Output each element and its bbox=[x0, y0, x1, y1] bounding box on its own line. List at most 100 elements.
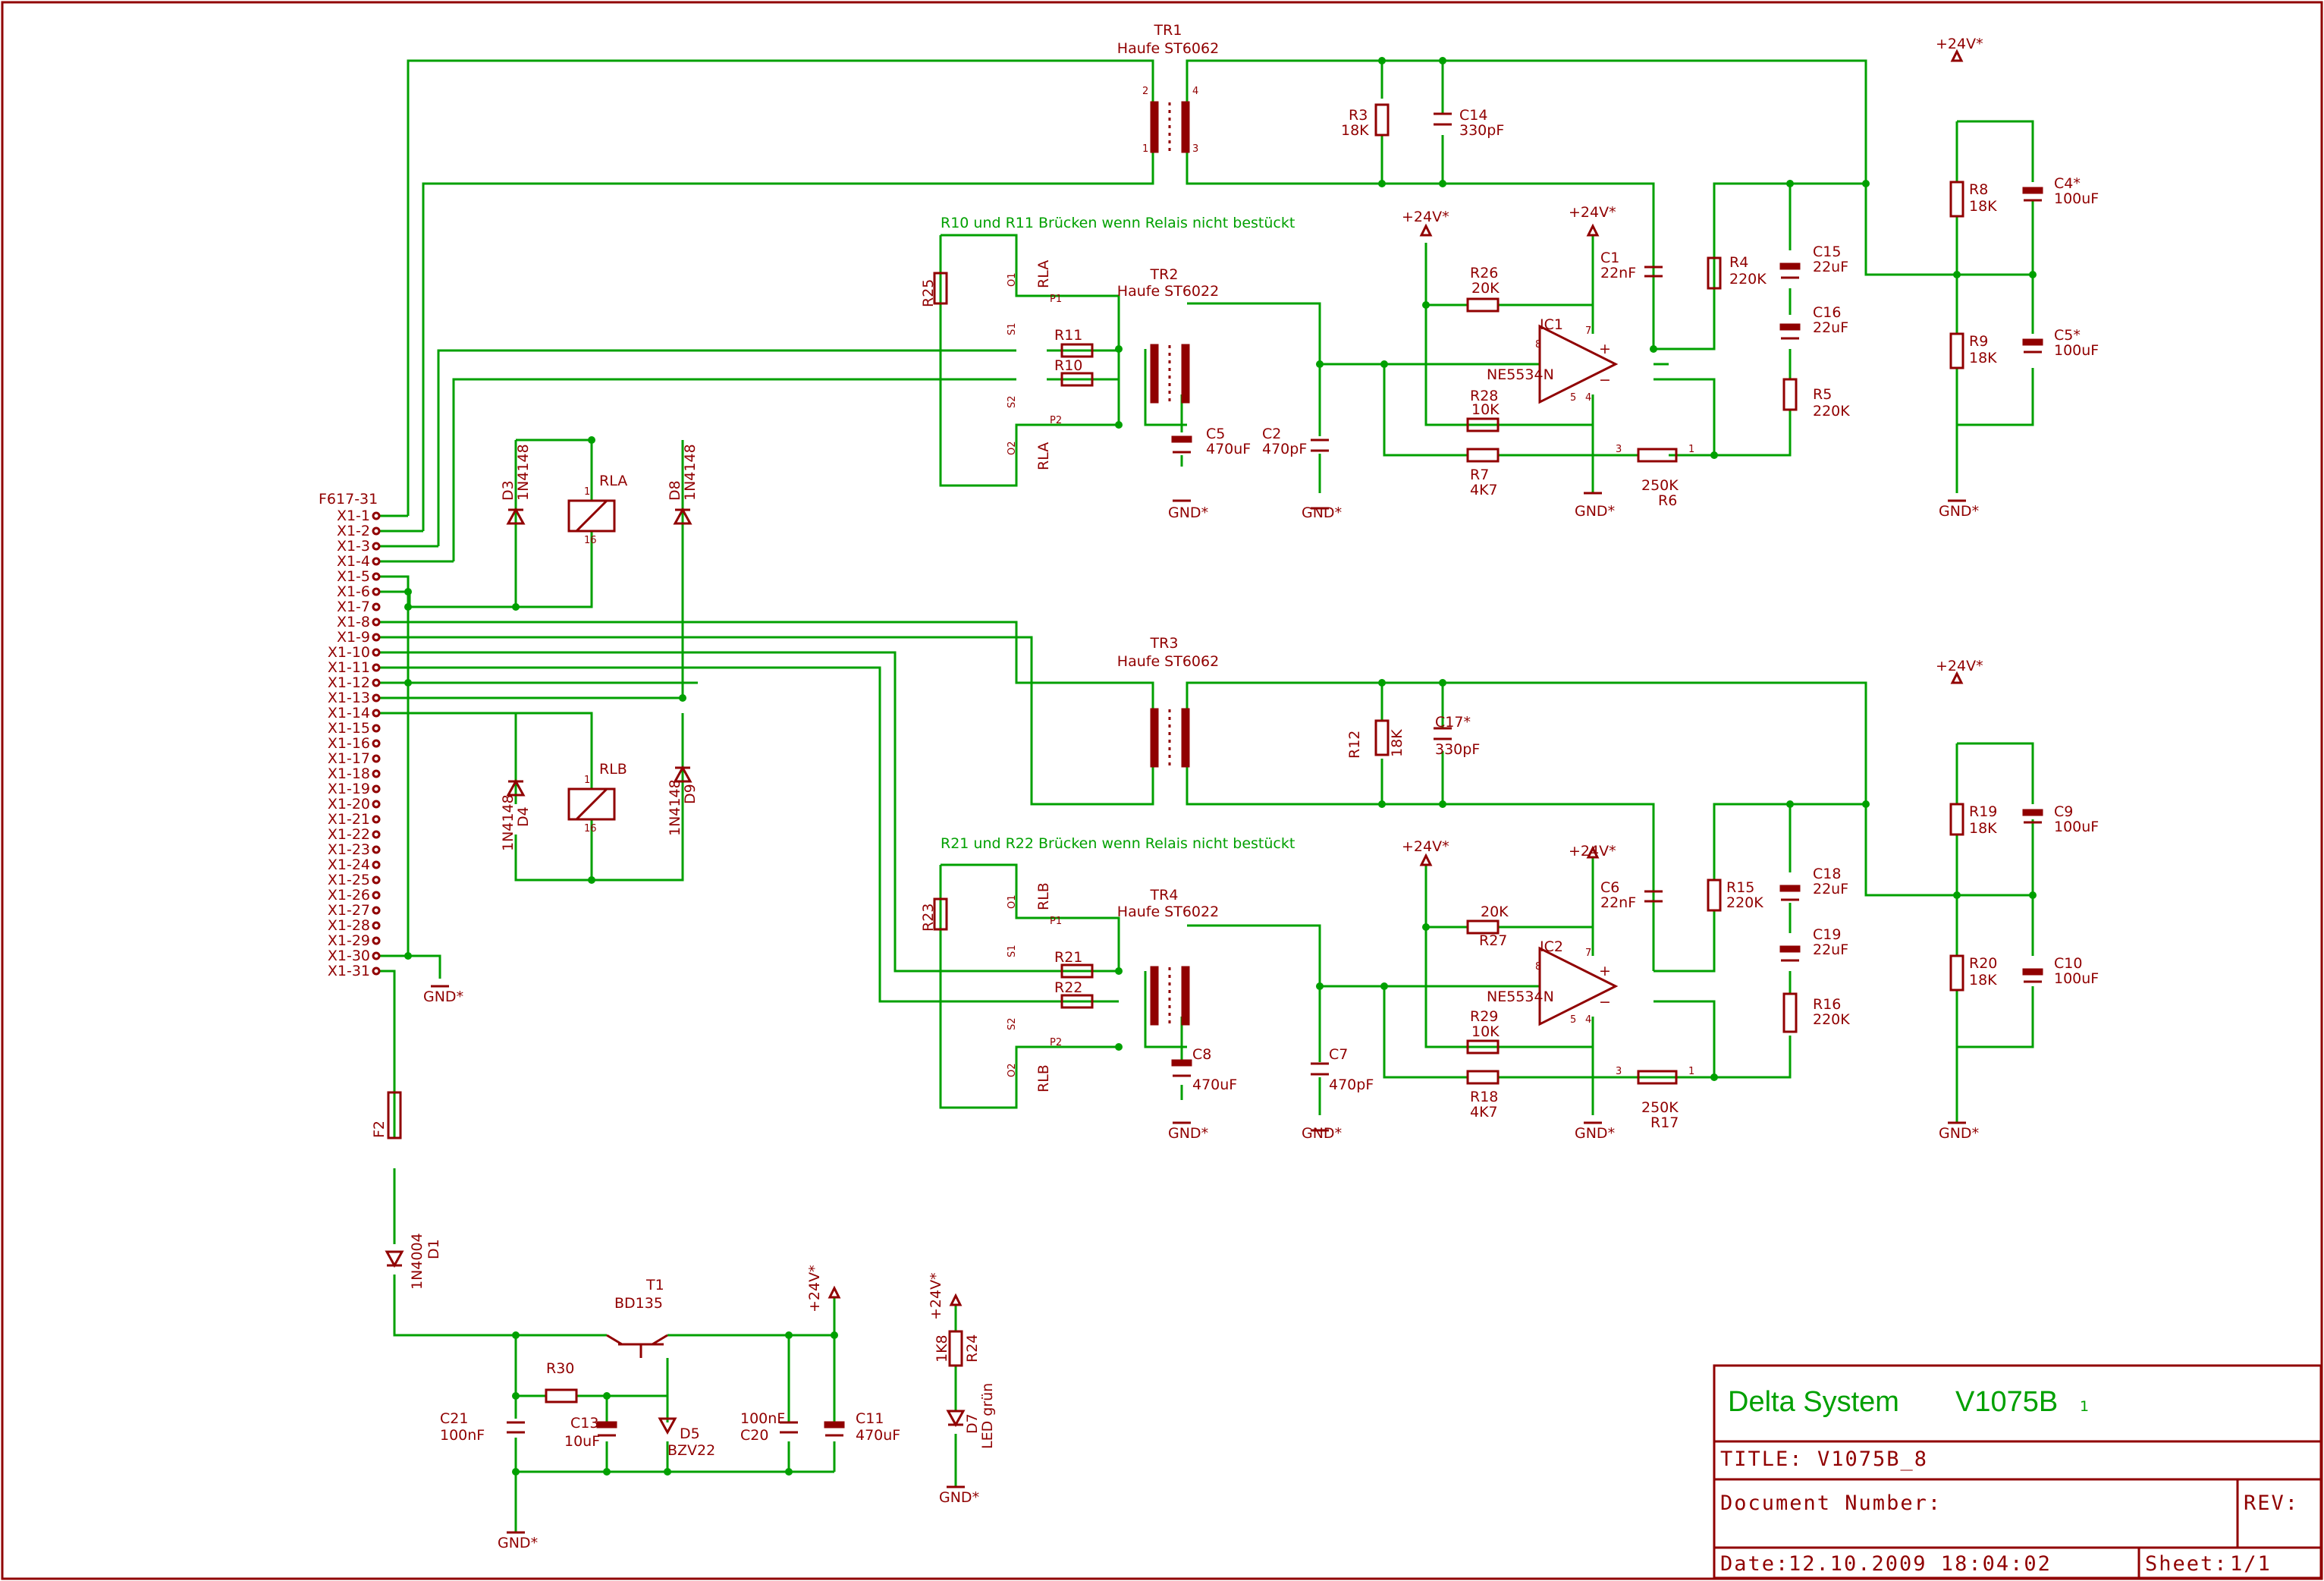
tr3-value: Haufe ST6062 bbox=[1117, 653, 1219, 670]
c15-value: 22uF bbox=[1813, 259, 1848, 275]
rlb-name: RLB bbox=[599, 761, 627, 778]
connector-name: F617-31 bbox=[319, 491, 378, 508]
r29-name: R29 bbox=[1470, 1008, 1498, 1025]
ground-symbols bbox=[431, 492, 1966, 1534]
resistor-r6-symbol bbox=[1637, 448, 1678, 463]
connector-pin-label: X1-17 bbox=[328, 750, 370, 767]
connector-pin-label: X1-30 bbox=[328, 948, 370, 964]
resistor-r26-symbol bbox=[1466, 297, 1500, 313]
d4-value: 1N4148 bbox=[500, 794, 517, 851]
ic1-pin7: 7 bbox=[1585, 325, 1591, 337]
svg-text:+: + bbox=[1599, 963, 1611, 979]
r11-name: R11 bbox=[1054, 327, 1082, 344]
resistor-r4-symbol bbox=[1707, 256, 1722, 290]
c4-name: C4* bbox=[2054, 175, 2081, 192]
connector-pin-label: X1-9 bbox=[337, 629, 370, 646]
resistor-r22-symbol bbox=[1060, 994, 1094, 1009]
tr4-value: Haufe ST6022 bbox=[1117, 904, 1219, 920]
r26-name: R26 bbox=[1470, 265, 1498, 281]
diode-symbols bbox=[385, 507, 966, 1435]
title-block: Delta System V1075B 1 TITLE: V1075B_8 Do… bbox=[1713, 1364, 2322, 1579]
rlb-contact-label-bottom: RLB bbox=[1035, 1064, 1052, 1092]
r15-name: R15 bbox=[1726, 879, 1754, 896]
rla-pin16: 16 bbox=[584, 535, 597, 546]
gnd-label-div2: GND* bbox=[1939, 1125, 1979, 1142]
d5-name: D5 bbox=[680, 1425, 700, 1442]
d5-value: BZV22 bbox=[667, 1442, 715, 1459]
resistor-r19-symbol bbox=[1949, 803, 1964, 836]
d3-value: 1N4148 bbox=[515, 444, 532, 501]
r4-name: R4 bbox=[1729, 254, 1748, 271]
rla-p2: P2 bbox=[1050, 415, 1062, 426]
rlb-o2: O2 bbox=[1007, 1063, 1018, 1077]
gnd-label-psu: GND* bbox=[498, 1535, 538, 1551]
vplus-label-led: +24V* bbox=[928, 1272, 944, 1320]
connector-pin-marker bbox=[372, 830, 381, 839]
connector-pin-marker bbox=[372, 542, 381, 551]
connector-pin-label: X1-4 bbox=[337, 553, 370, 570]
connector-pin-marker bbox=[372, 602, 381, 611]
opamp-ic1-symbol: +− bbox=[1538, 324, 1619, 404]
r24-value: 1K8 bbox=[934, 1334, 950, 1363]
c5-value: 470uF bbox=[1206, 441, 1251, 457]
rla-p1: P1 bbox=[1050, 294, 1062, 305]
r18-value: 4K7 bbox=[1470, 1104, 1498, 1121]
connector-pin-marker bbox=[372, 678, 381, 687]
c16-name: C16 bbox=[1813, 304, 1841, 321]
connector-pin-label: X1-10 bbox=[328, 644, 370, 661]
resistor-r25-symbol bbox=[933, 272, 948, 305]
r28-value: 10K bbox=[1471, 401, 1500, 418]
vplus-label-ic2b: +24V* bbox=[1569, 843, 1616, 860]
r30-name: R30 bbox=[546, 1360, 574, 1377]
d9-value: 1N4148 bbox=[667, 779, 683, 836]
ic2-pin8: 8 bbox=[1535, 961, 1541, 973]
connector-pin-label: X1-5 bbox=[337, 568, 370, 585]
transistor-t1-symbol bbox=[606, 1334, 668, 1358]
rla-contact-label-top: RLA bbox=[1035, 260, 1052, 288]
r6-pin3: 3 bbox=[1616, 444, 1622, 455]
sheet-label: Sheet: bbox=[2145, 1552, 2228, 1576]
resistor-r16-symbol bbox=[1782, 992, 1798, 1033]
connector-pin-label: X1-14 bbox=[328, 705, 370, 721]
r3-value: 18K bbox=[1341, 122, 1369, 139]
c15-name: C15 bbox=[1813, 244, 1841, 260]
connector-pin-marker bbox=[372, 815, 381, 824]
title-value: V1075B_8 bbox=[1817, 1447, 1928, 1471]
ic1-pin5: 5 bbox=[1570, 392, 1576, 404]
c8-name: C8 bbox=[1192, 1046, 1211, 1063]
svg-text:+: + bbox=[1599, 341, 1611, 357]
d1-name: D1 bbox=[426, 1239, 442, 1259]
rla-o1: O1 bbox=[1007, 272, 1018, 287]
tr1-pin3: 3 bbox=[1192, 143, 1198, 155]
t1-value: BD135 bbox=[614, 1295, 663, 1312]
c5b-name: C5* bbox=[2054, 327, 2081, 344]
gnd-label-div1: GND* bbox=[1939, 503, 1979, 520]
rev-label: REV: bbox=[2244, 1491, 2299, 1515]
r20-name: R20 bbox=[1969, 955, 1997, 972]
sheet-value: 1/1 bbox=[2230, 1552, 2272, 1576]
c9-value: 100uF bbox=[2054, 819, 2099, 835]
c18-name: C18 bbox=[1813, 866, 1841, 882]
resistor-r23-symbol bbox=[933, 897, 948, 931]
c8-value: 470uF bbox=[1192, 1077, 1237, 1093]
c2-name: C2 bbox=[1262, 426, 1281, 442]
connector-pin-marker bbox=[372, 800, 381, 809]
gnd-label-connector: GND* bbox=[423, 989, 463, 1005]
resistor-r5-symbol bbox=[1782, 378, 1798, 411]
ic2-name: IC2 bbox=[1540, 938, 1563, 955]
connector-pin-marker bbox=[372, 526, 381, 536]
tr2-name: TR2 bbox=[1150, 266, 1179, 283]
resistor-r3-symbol bbox=[1374, 103, 1390, 137]
connector-pin-label: X1-31 bbox=[328, 963, 370, 979]
tr1-pin4: 4 bbox=[1192, 86, 1198, 97]
vplus-label-ic1a: +24V* bbox=[1402, 209, 1449, 225]
resistor-r27-symbol bbox=[1466, 919, 1500, 935]
d9-name: D9 bbox=[682, 784, 699, 804]
relay-rla-coil bbox=[567, 499, 616, 533]
r22-name: R22 bbox=[1054, 979, 1082, 996]
connector-pin-label: X1-18 bbox=[328, 765, 370, 782]
resistor-r21-symbol bbox=[1060, 963, 1094, 979]
resistor-r7-symbol bbox=[1466, 448, 1500, 463]
connector-pin-marker bbox=[372, 663, 381, 672]
connector-pin-marker bbox=[372, 860, 381, 869]
